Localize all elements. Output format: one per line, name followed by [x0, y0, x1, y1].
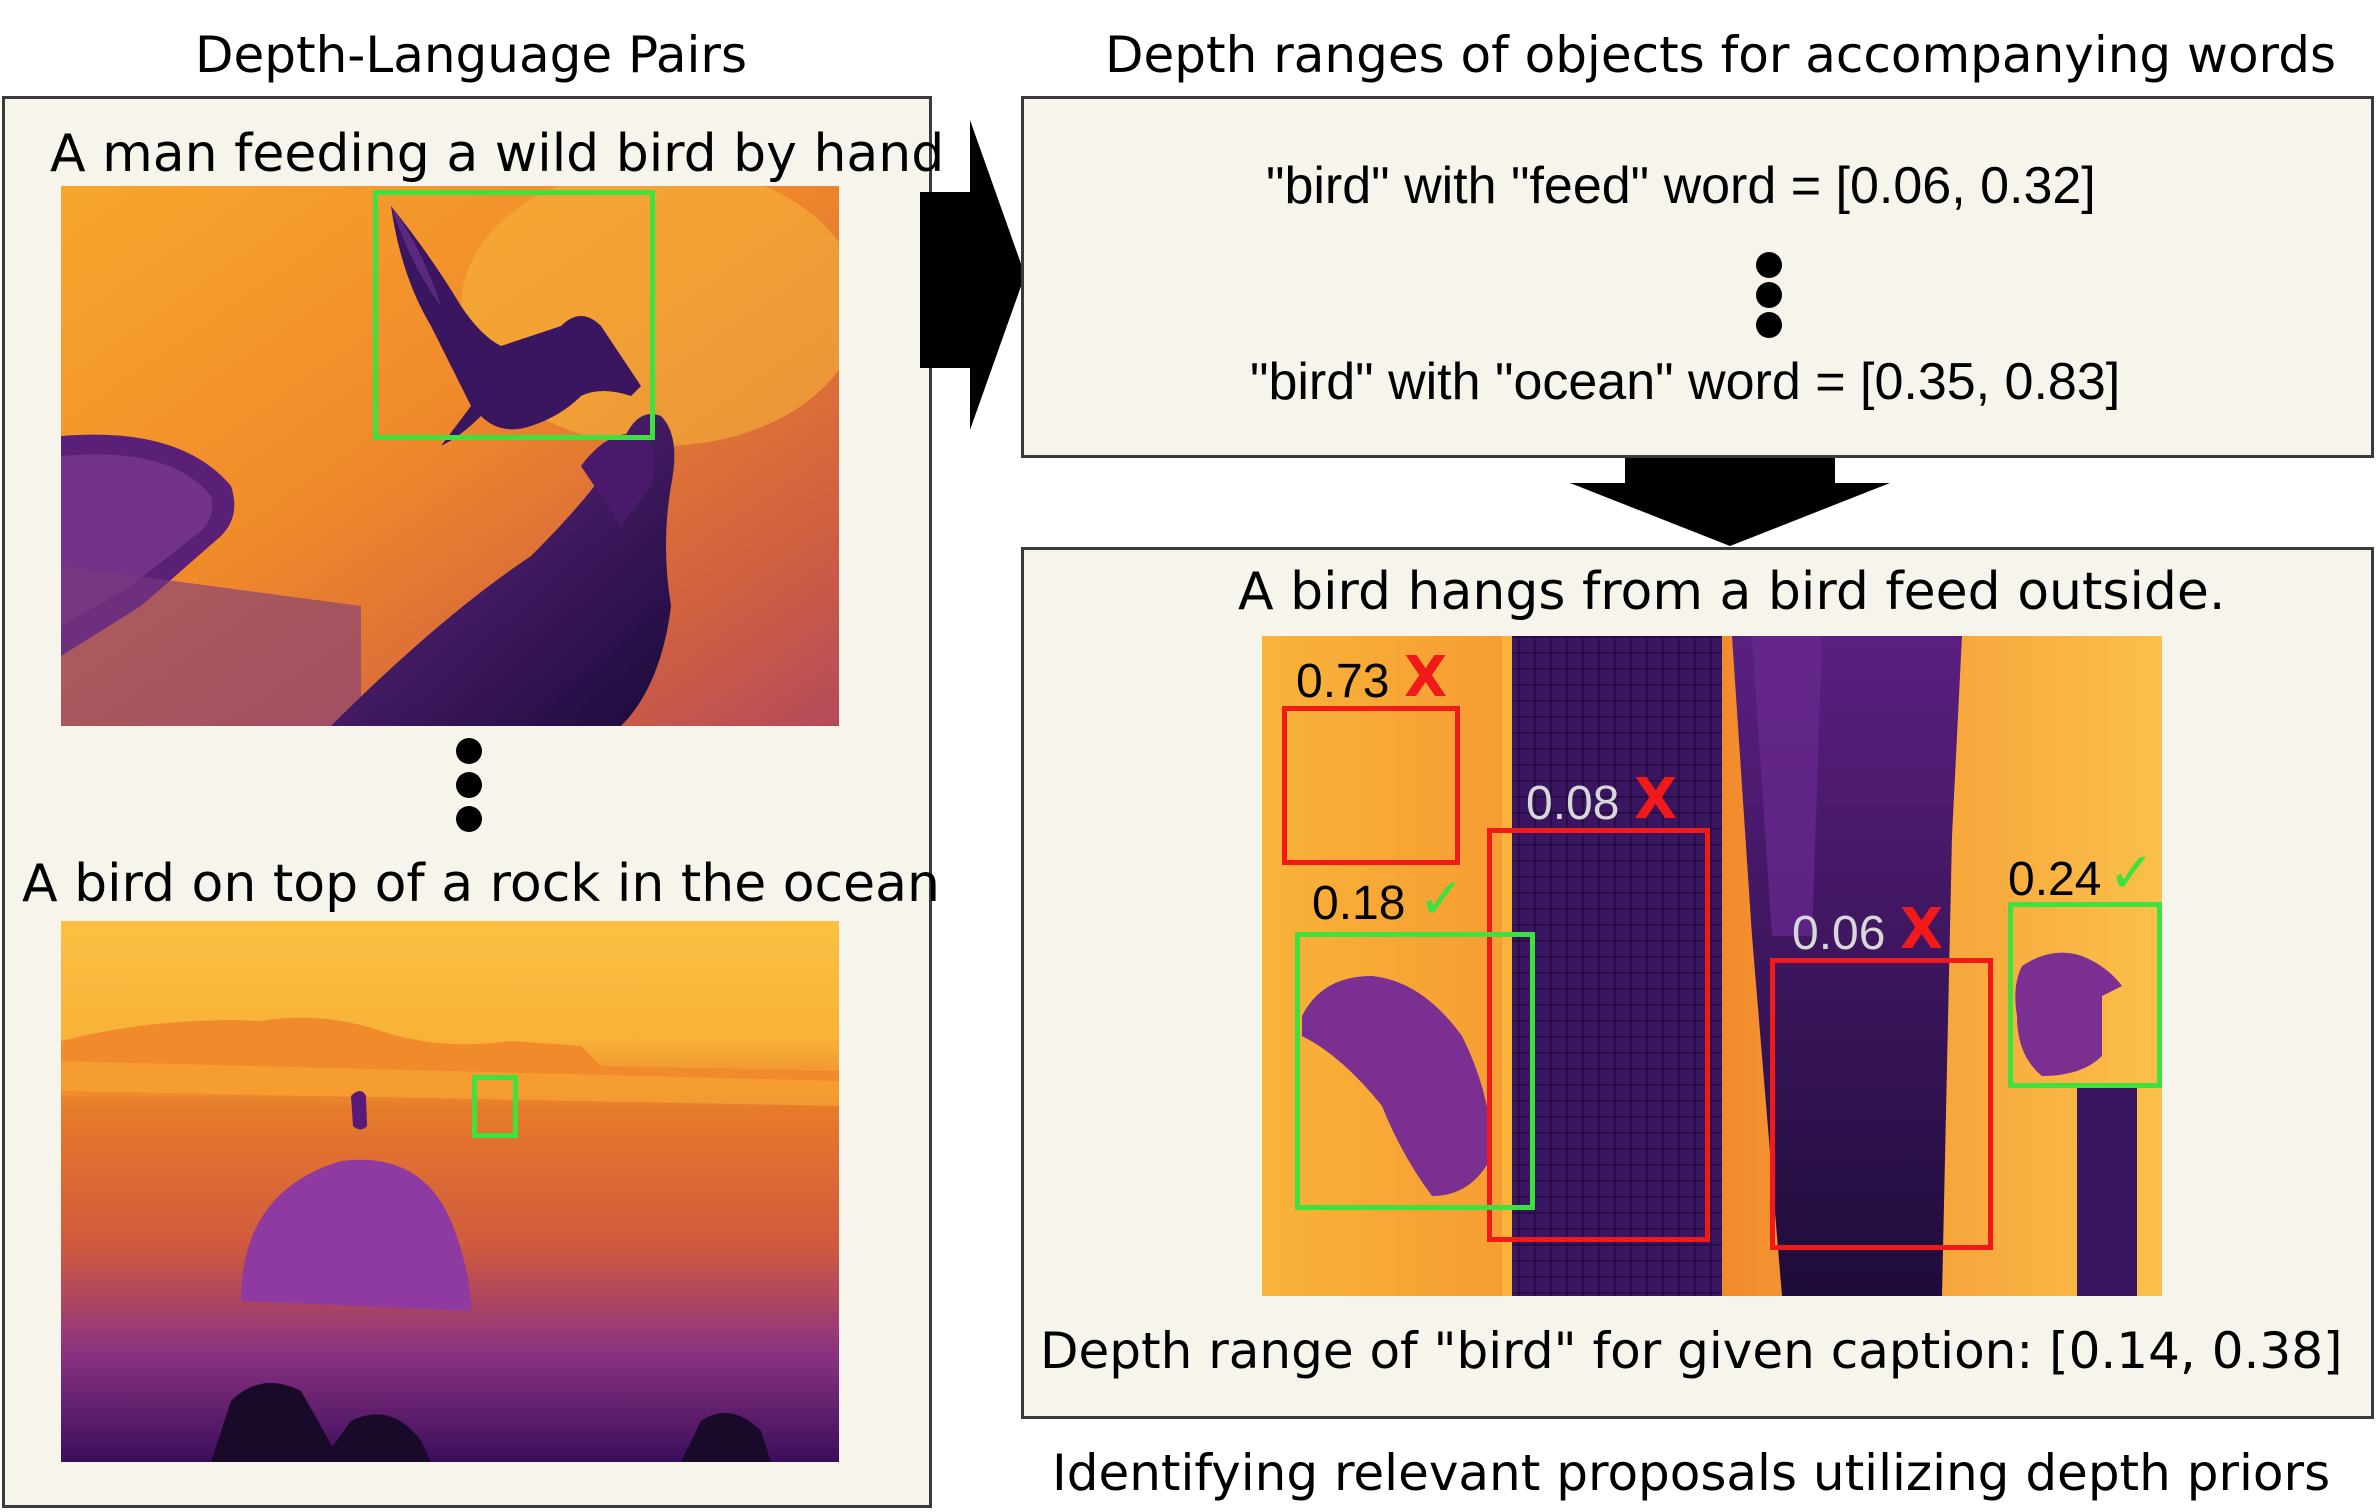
proposal-score-4: 0.06: [1792, 907, 1886, 960]
arrow-right: [920, 120, 1025, 430]
right-top-title: Depth ranges of objects for accompanying…: [1105, 26, 2337, 84]
proposal-score-5: 0.24: [2008, 853, 2102, 906]
ellipsis-dot: [1756, 252, 1782, 278]
depth-map-feeder: [1262, 636, 2162, 1296]
proposal-box-3: [1295, 932, 1535, 1210]
range-bird-ocean: "bird" with "ocean" word = [0.35, 0.83]: [1250, 353, 2121, 411]
caption-bird-on-rock: A bird on top of a rock in the ocean: [22, 854, 940, 914]
proposal-box-5: [2008, 902, 2162, 1088]
depth-image-man-feeding-bird: [61, 186, 839, 726]
depth-map-feeding: [61, 186, 839, 726]
left-title: Depth-Language Pairs: [195, 26, 748, 84]
range-bird-feed: "bird" with "feed" word = [0.06, 0.32]: [1266, 157, 2096, 215]
check-icon: ✓: [1418, 867, 1465, 932]
ellipsis-dot: [456, 806, 482, 832]
caption-bird-hangs: A bird hangs from a bird feed outside.: [1238, 562, 2226, 622]
caption-man-feeding-bird: A man feeding a wild bird by hand: [50, 124, 945, 184]
proposal-score-3: 0.18: [1312, 877, 1406, 930]
ellipsis-dot: [1756, 282, 1782, 308]
ellipsis-dot: [456, 738, 482, 764]
proposal-box-2: [1487, 828, 1710, 1242]
depth-map-ocean: [61, 921, 839, 1462]
ellipsis-dot: [1756, 312, 1782, 338]
ellipsis-dot: [456, 772, 482, 798]
proposal-box-1: [1282, 706, 1460, 865]
footer-caption: Identifying relevant proposals utilizing…: [1052, 1444, 2331, 1502]
proposal-score-1: 0.73: [1296, 655, 1390, 708]
check-icon: ✓: [2108, 841, 2155, 906]
reject-icon: X: [1900, 897, 1944, 962]
reject-icon: X: [1634, 767, 1678, 832]
bbox-bird-feeding: [373, 190, 655, 440]
bbox-bird-on-rock: [472, 1075, 518, 1138]
depth-image-bird-feeder: [1262, 636, 2162, 1296]
depth-range-given-caption: Depth range of "bird" for given caption:…: [1040, 1322, 2343, 1380]
proposal-score-2: 0.08: [1526, 777, 1620, 830]
depth-image-bird-on-rock: [61, 921, 839, 1462]
proposal-box-4: [1770, 958, 1993, 1250]
reject-icon: X: [1404, 645, 1448, 710]
arrow-down: [1570, 458, 1890, 546]
depth-ranges-panel: [1021, 96, 2374, 458]
